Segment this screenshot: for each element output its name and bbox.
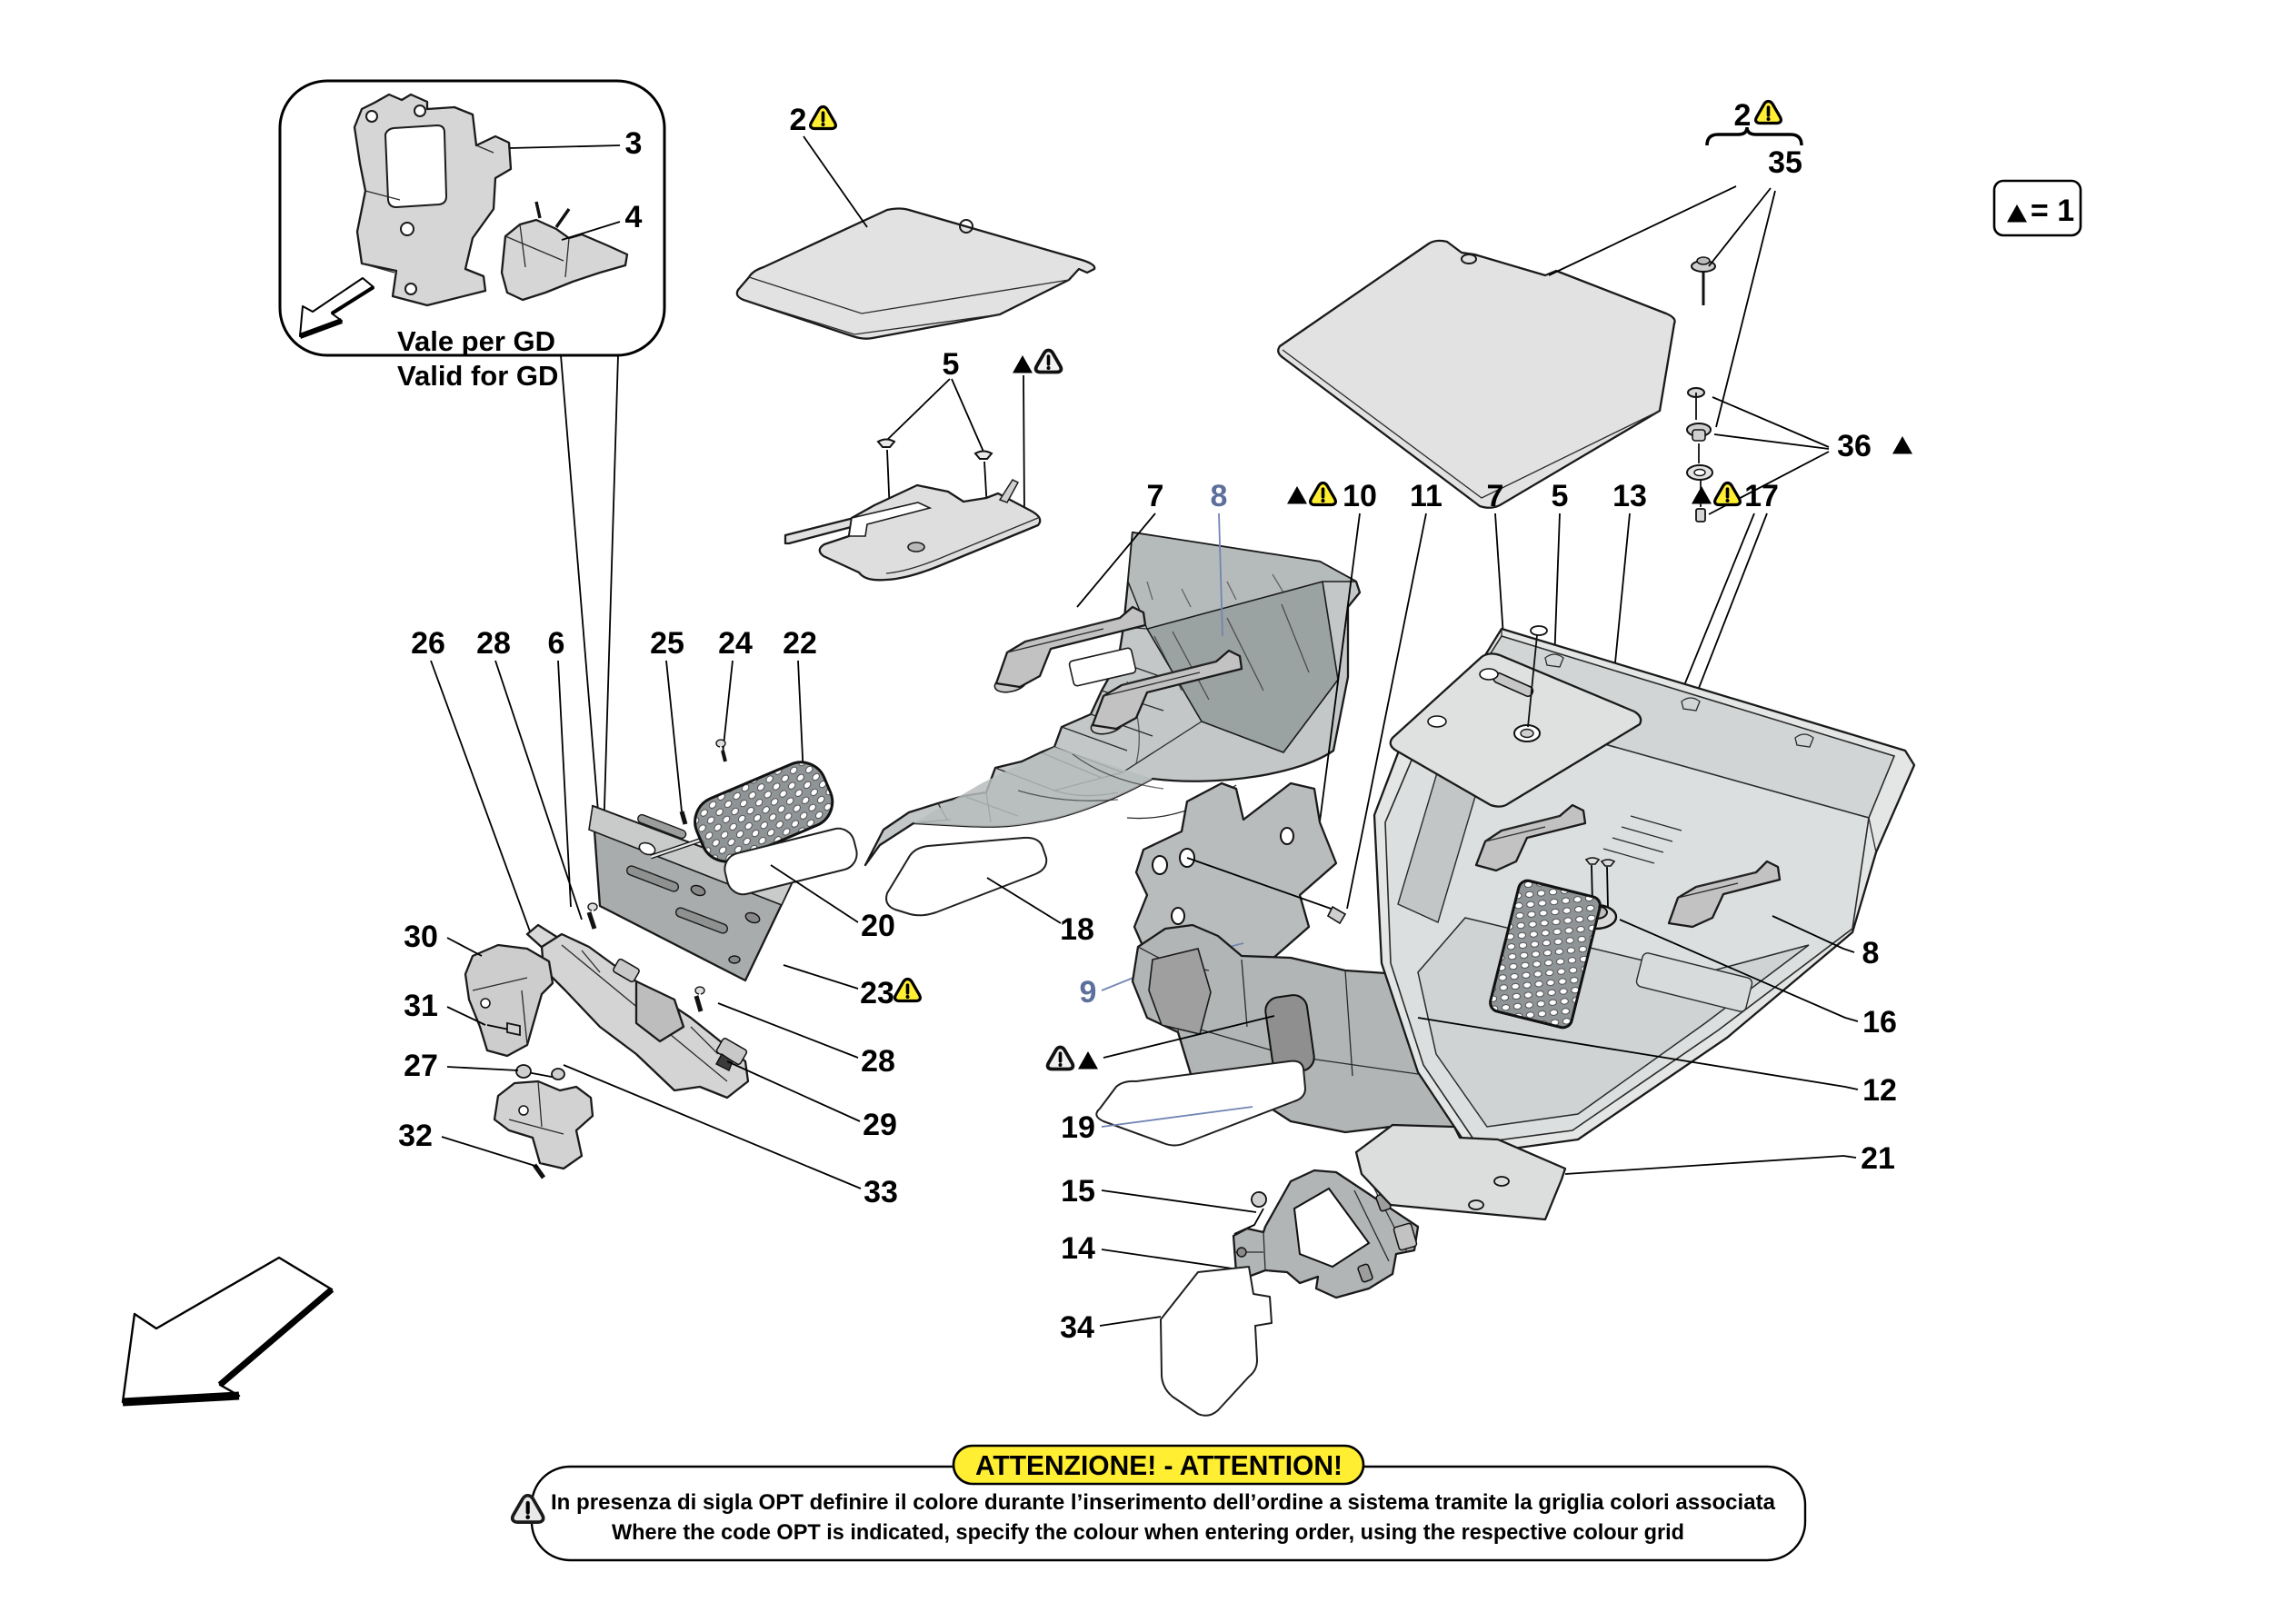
svg-text:5: 5	[1552, 479, 1569, 513]
svg-text:3: 3	[625, 126, 643, 161]
svg-text:= 1: = 1	[2031, 194, 2074, 228]
svg-text:21: 21	[1861, 1141, 1895, 1176]
svg-text:27: 27	[404, 1049, 438, 1083]
svg-text:28: 28	[476, 626, 511, 661]
svg-text:Vale per GD: Vale per GD	[397, 325, 555, 357]
svg-text:26: 26	[411, 626, 445, 661]
svg-text:18: 18	[1060, 912, 1094, 947]
svg-text:29: 29	[863, 1108, 897, 1142]
svg-text:22: 22	[783, 626, 817, 661]
svg-text:25: 25	[650, 626, 684, 661]
svg-text:31: 31	[404, 989, 438, 1023]
svg-text:14: 14	[1061, 1231, 1095, 1266]
svg-text:23: 23	[860, 976, 894, 1010]
svg-text:8: 8	[1862, 936, 1880, 970]
svg-text:24: 24	[718, 626, 753, 661]
svg-text:5: 5	[943, 347, 960, 382]
svg-text:35: 35	[1768, 145, 1802, 180]
svg-text:36: 36	[1837, 429, 1872, 463]
svg-text:Valid for GD: Valid for GD	[397, 360, 558, 392]
svg-text:12: 12	[1862, 1073, 1897, 1108]
svg-text:13: 13	[1612, 479, 1647, 513]
svg-text:20: 20	[861, 909, 895, 943]
svg-text:7: 7	[1147, 479, 1164, 513]
svg-text:Where the code OPT is indicate: Where the code OPT is indicated, specify…	[612, 1520, 1684, 1545]
svg-text:ATTENZIONE! - ATTENTION!: ATTENZIONE! - ATTENTION!	[975, 1449, 1343, 1481]
svg-text:17: 17	[1744, 479, 1779, 513]
svg-text:34: 34	[1060, 1310, 1094, 1345]
svg-text:10: 10	[1343, 479, 1377, 513]
svg-text:2: 2	[1734, 98, 1752, 133]
svg-text:33: 33	[863, 1175, 898, 1209]
svg-text:28: 28	[861, 1044, 895, 1079]
svg-text:16: 16	[1862, 1005, 1897, 1040]
svg-text:32: 32	[398, 1119, 433, 1153]
svg-text:4: 4	[625, 200, 643, 234]
svg-text:15: 15	[1061, 1174, 1095, 1209]
svg-text:9: 9	[1080, 975, 1097, 1010]
svg-text:7: 7	[1487, 479, 1504, 513]
svg-text:11: 11	[1410, 479, 1442, 513]
svg-text:2: 2	[790, 103, 807, 137]
svg-text:6: 6	[548, 626, 565, 661]
svg-text:8: 8	[1211, 479, 1228, 513]
svg-text:In presenza di sigla OPT defin: In presenza di sigla OPT definire il col…	[551, 1490, 1776, 1515]
svg-text:19: 19	[1061, 1110, 1095, 1145]
svg-text:30: 30	[404, 920, 438, 954]
